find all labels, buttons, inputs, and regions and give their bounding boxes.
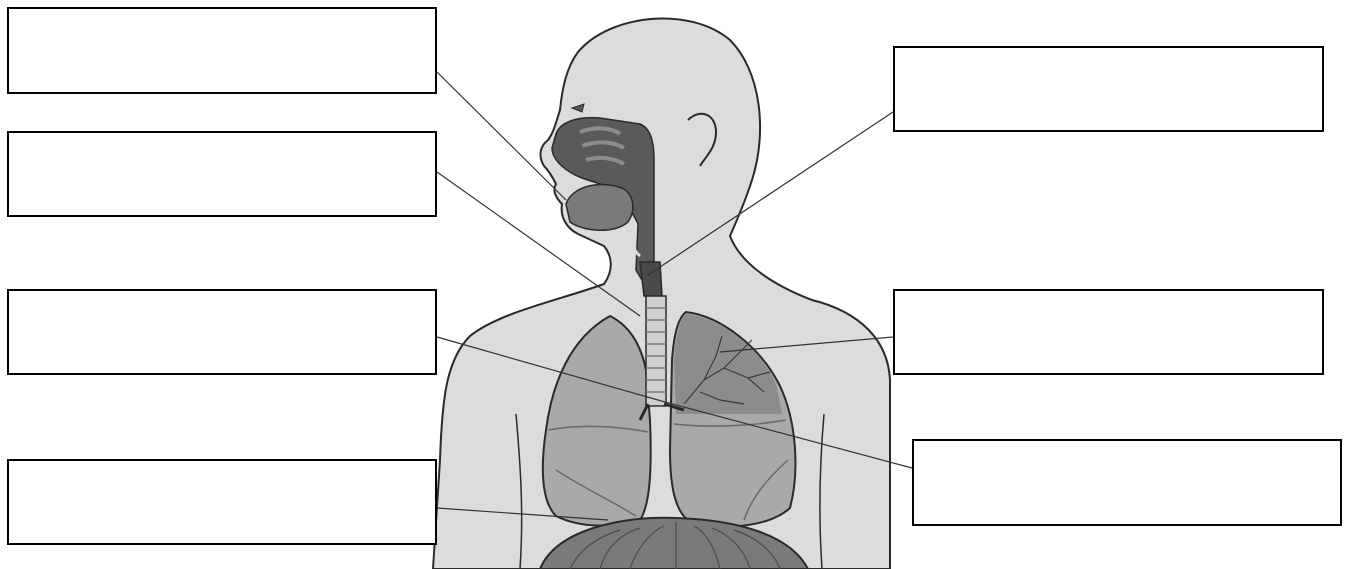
label-box-3[interactable] <box>7 289 437 375</box>
label-box-4[interactable] <box>7 459 437 545</box>
trachea-tube <box>646 296 666 406</box>
tongue <box>566 185 633 231</box>
label-box-6[interactable] <box>893 289 1324 375</box>
larynx <box>640 262 662 296</box>
upper-airway <box>552 118 662 296</box>
label-box-1[interactable] <box>7 7 437 94</box>
label-box-7[interactable] <box>912 439 1342 526</box>
label-box-2[interactable] <box>7 131 437 217</box>
leader-line-1 <box>437 72 566 200</box>
label-box-5[interactable] <box>893 46 1324 132</box>
